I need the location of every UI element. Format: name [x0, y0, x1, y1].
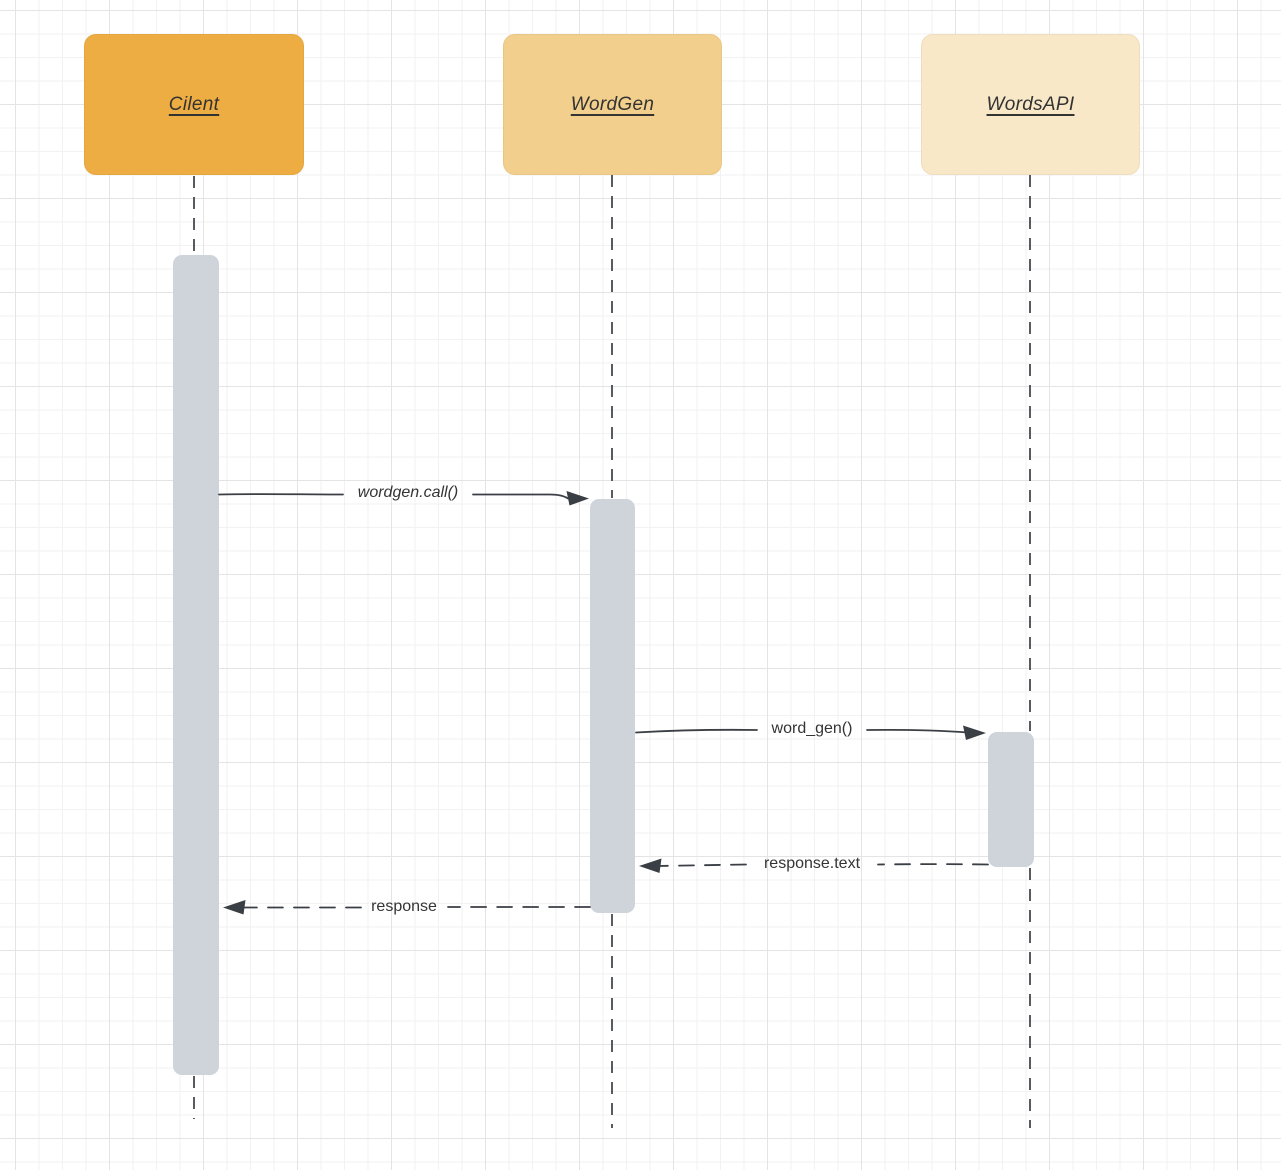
- actor-box-wordsapi[interactable]: WordsAPI: [921, 34, 1140, 175]
- message-arrow-response-text[interactable]: [639, 858, 989, 874]
- activation-bar-wordgen[interactable]: [590, 499, 635, 913]
- activation-bar-cilent[interactable]: [173, 255, 219, 1075]
- actor-label-wordgen: WordGen: [570, 93, 655, 115]
- message-label-response[interactable]: response: [371, 898, 437, 915]
- actor-box-cilent[interactable]: Cilent: [84, 34, 304, 175]
- activation-bar-wordsapi[interactable]: [988, 732, 1034, 867]
- actor-label-cilent: Cilent: [168, 93, 220, 115]
- message-label-response-text[interactable]: response.text: [763, 855, 861, 872]
- message-label-word-gen[interactable]: word_gen(): [771, 720, 853, 737]
- message-arrow-wordgen-call[interactable]: [218, 491, 589, 506]
- message-arrow-response[interactable]: [223, 900, 591, 915]
- message-label-wordgen-call[interactable]: wordgen.call(): [357, 484, 459, 501]
- actor-label-wordsapi: WordsAPI: [986, 93, 1075, 115]
- actor-box-wordgen[interactable]: WordGen: [503, 34, 722, 175]
- message-arrow-word-gen[interactable]: [635, 725, 986, 741]
